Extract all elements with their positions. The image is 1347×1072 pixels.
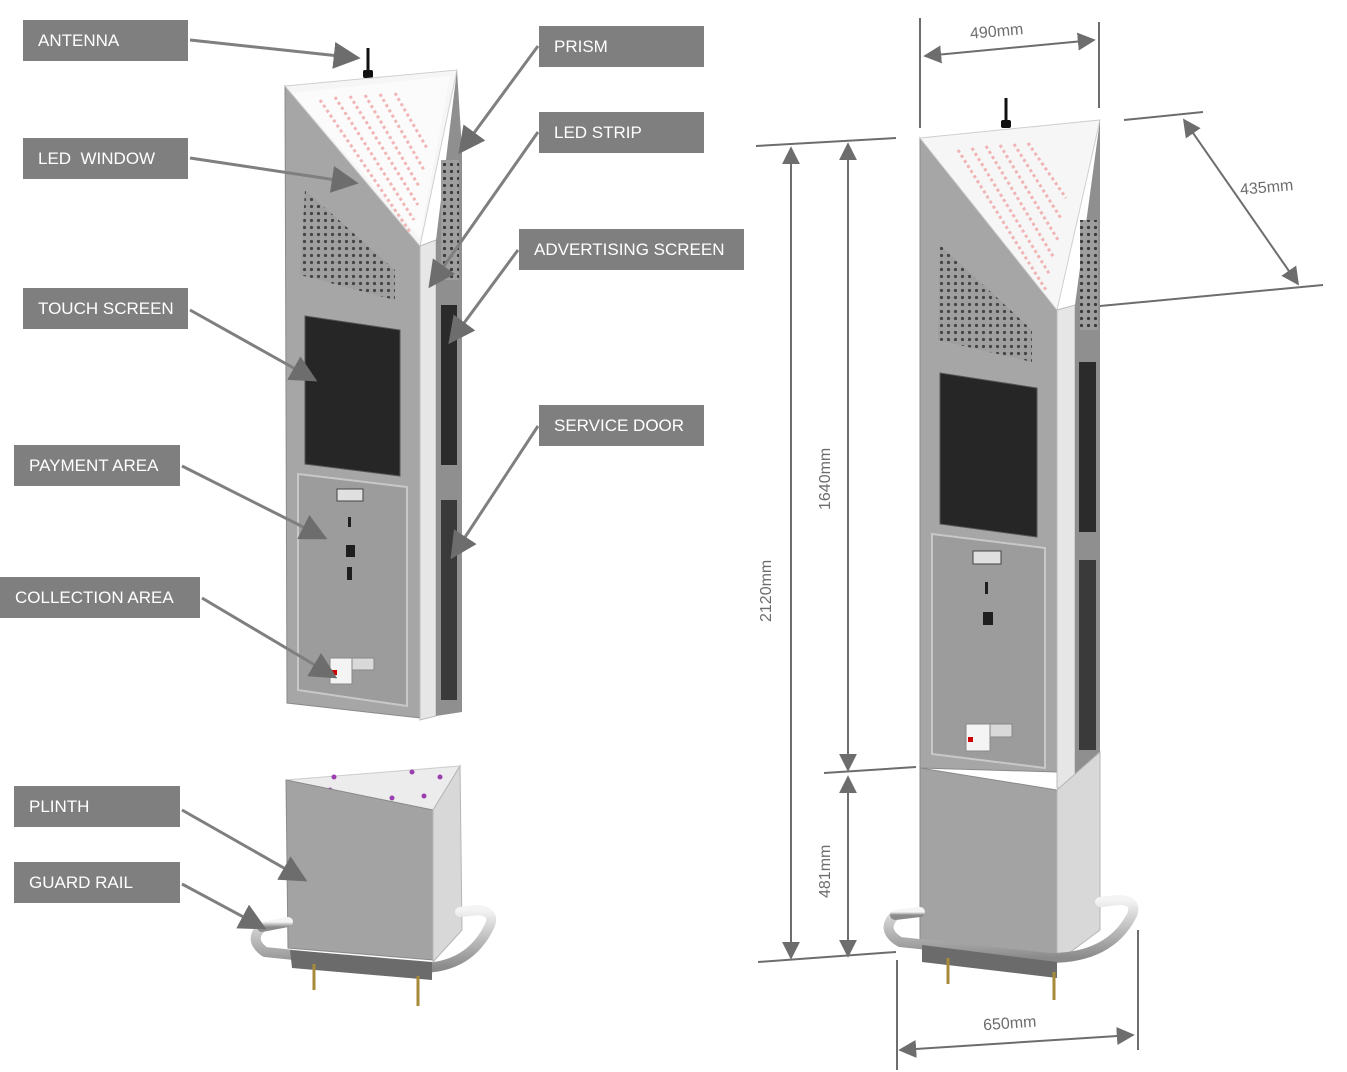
payment-panel-right — [931, 532, 1046, 770]
touch-screen-left — [304, 315, 401, 477]
antenna-icon — [363, 48, 373, 78]
label-collection-area: COLLECTION AREA — [0, 577, 200, 618]
label-service-door: SERVICE DOOR — [539, 405, 704, 446]
collection-tray-right — [965, 723, 1013, 752]
label-advertising-screen: ADVERTISING SCREEN — [519, 229, 744, 270]
dim-unit-height: 1640mm — [817, 448, 834, 510]
front-speaker-grille — [300, 190, 395, 300]
led-pattern-right — [956, 142, 1068, 291]
plinth-front — [285, 779, 434, 961]
label-payment-area: PAYMENT AREA — [14, 445, 180, 486]
dimensioned-kiosk-illustration — [883, 98, 1139, 1000]
label-prism: PRISM — [539, 26, 704, 67]
label-guard-rail: GUARD RAIL — [14, 862, 180, 903]
side-speaker-grille-right — [1080, 220, 1098, 330]
card-reader-right — [983, 612, 993, 625]
service-door-left — [441, 500, 457, 700]
dim-rail-width: 650mm — [983, 1014, 1037, 1035]
label-antenna: ANTENNA — [23, 20, 188, 61]
dim-line-435 — [1182, 118, 1300, 286]
guard-rail-right — [883, 895, 1139, 963]
plinth-base-right — [922, 945, 1057, 978]
advertising-screen-left — [441, 305, 457, 465]
led-strip-edge-right — [1056, 304, 1076, 791]
exploded-kiosk-illustration — [250, 48, 497, 1006]
led-pattern — [318, 92, 430, 233]
dim-line-490 — [923, 32, 1096, 64]
antenna-icon-right — [1001, 98, 1011, 128]
dim-line-650 — [898, 1027, 1135, 1058]
dim-width-top: 490mm — [969, 21, 1024, 43]
plinth-front-right — [919, 767, 1058, 961]
label-plinth: PLINTH — [14, 786, 180, 827]
plinth-base — [290, 950, 432, 980]
dim-depth: 435mm — [1239, 177, 1294, 199]
mounting-bolts-left — [312, 964, 420, 1006]
guard-rail-left — [250, 905, 497, 973]
front-speaker-grille-right — [938, 245, 1032, 362]
label-led-strip: LED STRIP — [539, 112, 704, 153]
plinth-side — [432, 764, 463, 964]
plinth-side-right — [1056, 750, 1101, 963]
dim-total-height: 2120mm — [758, 560, 775, 622]
label-led-window: LED WINDOW — [23, 138, 188, 179]
prism-top-face-right — [919, 119, 1101, 312]
mounting-bolts-right — [946, 958, 1056, 1000]
dimension-annotations: 490mm 435mm 2120mm 1640mm 481mm 650mm — [755, 18, 1324, 1070]
led-strip-edge — [419, 239, 437, 721]
coin-slot — [348, 517, 351, 527]
coin-slot-right — [985, 582, 988, 594]
service-door-right — [1079, 560, 1096, 750]
label-leader-lines — [181, 38, 540, 930]
card-reader — [346, 545, 355, 557]
side-speaker-grille — [441, 160, 459, 280]
label-touch-screen: TOUCH SCREEN — [23, 288, 188, 329]
touch-screen-right — [939, 372, 1038, 538]
advertising-screen-right — [1079, 362, 1096, 532]
keypad — [347, 567, 352, 580]
receipt-slot — [336, 488, 364, 502]
dim-plinth-height: 481mm — [817, 845, 834, 898]
receipt-slot-right — [972, 550, 1002, 565]
